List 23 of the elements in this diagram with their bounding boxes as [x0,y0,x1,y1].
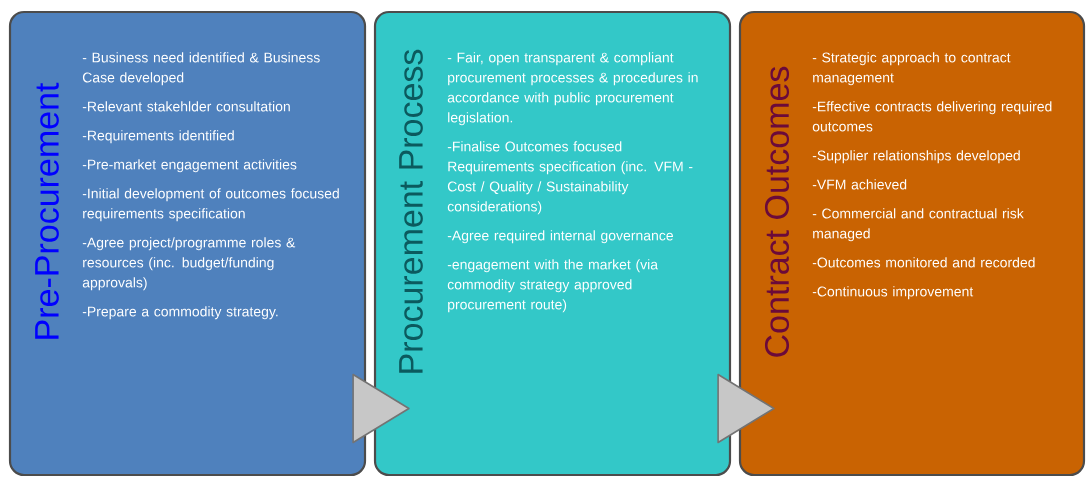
stage-heading: Pre-Procurement [35,82,59,339]
bullet-text: -Supplier relationships developed [812,150,1020,164]
bullet-text: -engagement with the market (via commodity strategy approved procurement route) [447,259,659,313]
bullet-text: -Continuous improvement [812,286,974,300]
stage-heading: Procurement Process [399,49,423,373]
bullet-text: -Outcomes monitored and recorded [812,257,1035,268]
bullet-text: -VFM achieved [812,179,907,190]
bullet-text: - Strategic approach to contract management [812,52,1011,86]
bullet-text: - Commercial and contractual risk managed [812,208,1024,242]
bullet-text: -Pre-market engagement activities [82,159,297,173]
bullet-text: -Agree project/programme roles & resources (inc. budget/funding approvals) [82,237,296,291]
bullet-text: -Finalise Outcomes focused Requirements specification (inc. VFM - Cost / Quality / Sustainability considerations) [447,141,693,215]
chevron-arrow [717,373,775,444]
stage-heading: Contract Outcomes [764,66,790,357]
bullet-text: -Effective contracts delivering required outcomes [812,101,1052,132]
bullet-text: -Agree required internal governance [447,230,673,244]
chevron-arrow [352,373,410,444]
bullet-text: -Relevant stakehlder consultation [82,101,290,112]
bullet-text: -Prepare a commodity strategy. [82,306,278,320]
bullet-text: - Business need identified & Business Case developed [82,52,320,86]
bullet-text: -Initial development of outcomes focused requirements specification [82,188,339,222]
bullet-text: -Requirements identified [82,130,234,144]
bullet-text: - Fair, open transparent & compliant procurement processes & procedures in accordance with public procurement legislation. [447,52,698,126]
